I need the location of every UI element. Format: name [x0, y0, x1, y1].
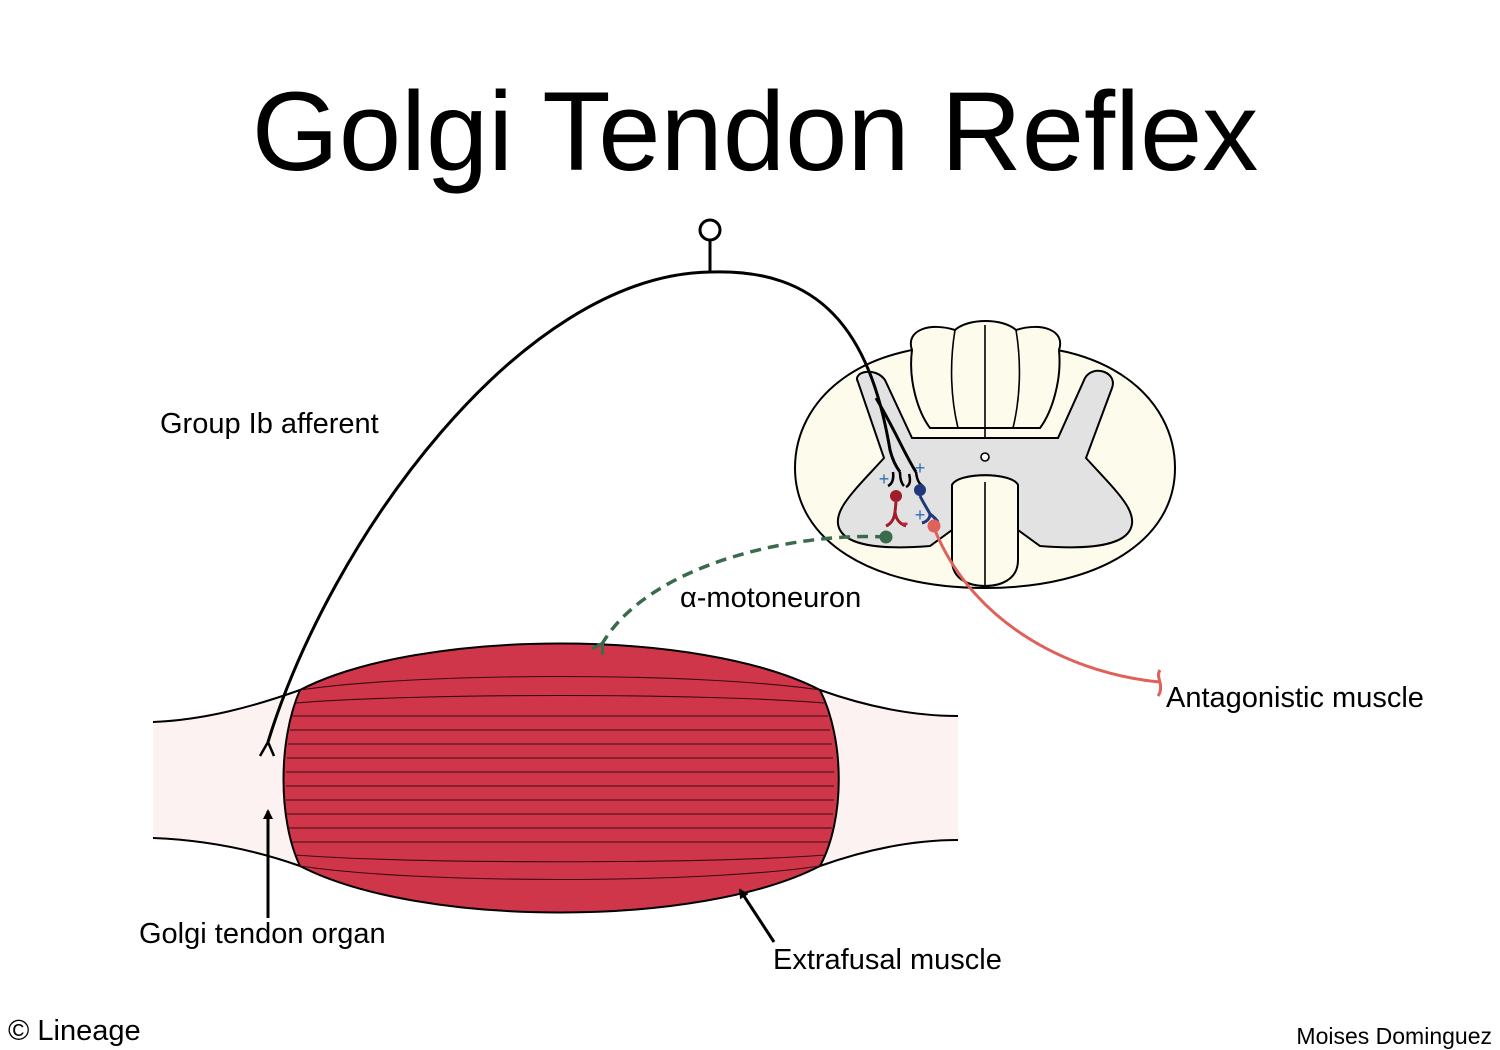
- extrafusal-muscle: [282, 642, 840, 914]
- tendon-organ-label: Golgi tendon organ: [139, 918, 386, 950]
- extrafusal-arrow: [738, 888, 776, 943]
- motoneuron-label: α-motoneuron: [680, 582, 861, 614]
- alpha-motoneuron: [602, 530, 893, 645]
- excitatory-interneuron: [914, 484, 940, 525]
- antagonist-motoneuron: [927, 519, 1163, 697]
- inhibitory-sign: -: [902, 512, 909, 534]
- page-title: Golgi Tendon Reflex: [252, 69, 1259, 194]
- antagonist-label: Antagonistic muscle: [1166, 682, 1424, 714]
- excitatory-sign-2: +: [915, 458, 926, 478]
- copyright-text: © Lineage: [8, 1015, 141, 1047]
- spinal-cord-section: [793, 320, 1177, 590]
- central-canal: [980, 452, 990, 462]
- tendon: [152, 689, 959, 867]
- afferent-label: Group Ib afferent: [160, 408, 379, 440]
- inhibitory-interneuron: [885, 490, 907, 528]
- muscle-fibers: [286, 675, 834, 881]
- excitatory-sign-1: +: [879, 469, 890, 489]
- excitatory-sign-3: +: [915, 505, 926, 525]
- author-text: Moises Dominguez: [1296, 1023, 1492, 1049]
- extrafusal-label: Extrafusal muscle: [773, 944, 1002, 976]
